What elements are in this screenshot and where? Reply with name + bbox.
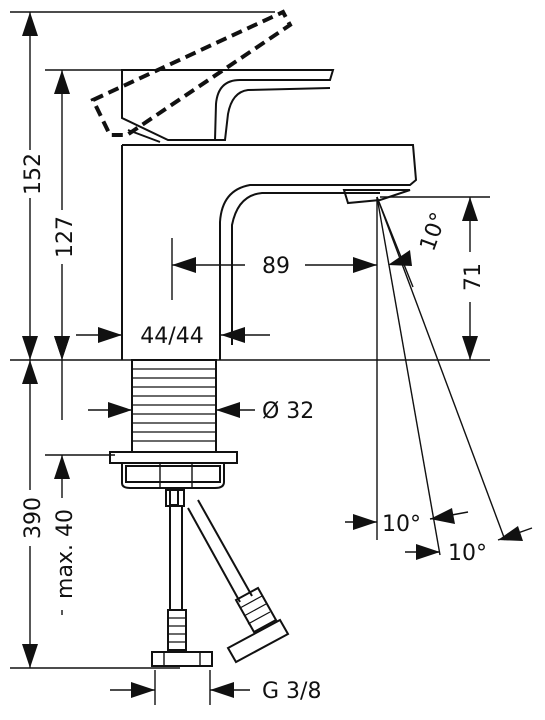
dimension-44-44-label: 44/44 [140,324,203,349]
shank-outline [131,359,217,453]
angle-10-bottom-left: 10° [345,508,469,537]
dimension-71: 71 [456,197,486,360]
aerator [342,189,411,205]
mounting-nut-body [121,463,225,489]
dimension-max-40: max. 40 [48,336,78,615]
lever-handle [121,69,335,141]
dimension-89: 89 [171,238,377,300]
dimension-diameter-32: Ø 32 [88,399,314,424]
angle-10-top: 10° [388,209,452,266]
spray-angle-lines [376,196,506,556]
mounting-nut [109,451,238,489]
supply-hoses [151,488,290,667]
dimension-390: 390 [16,360,46,668]
lever-raised-outline [90,9,293,137]
angle-10-bottom-right: 10° [405,526,533,566]
dimension-diameter-32-label: Ø 32 [262,399,314,424]
angle-10-top-label: 10° [415,209,452,254]
threaded-shank [131,359,217,453]
dimension-152: 152 [16,12,46,360]
dimension-71-label: 71 [461,263,486,291]
angle-10-bottom-right-label: 10° [448,541,487,566]
faucet-body [90,9,418,360]
spout-inner-line [231,192,380,345]
lever-handle-inner [215,87,331,141]
mounting-plate [109,451,238,464]
dimension-152-label: 152 [21,153,46,195]
hose-right-fitting [234,586,278,634]
dimension-max-40-label: max. 40 [53,509,78,599]
spout-outline [122,144,418,360]
lever-joint [127,129,161,143]
dimension-390-label: 390 [21,497,46,539]
hose-right-nut [226,618,290,664]
hose-left-nut [151,651,213,667]
dimension-44-44: 44/44 [76,324,270,349]
dimension-89-label: 89 [262,254,290,279]
angle-10-bottom-left-label: 10° [382,512,421,537]
dimension-127: 127 [48,70,78,360]
dimension-g-3-8-label: G 3/8 [262,679,321,704]
dimension-g-3-8: G 3/8 [110,670,321,705]
dimension-127-label: 127 [53,216,78,258]
